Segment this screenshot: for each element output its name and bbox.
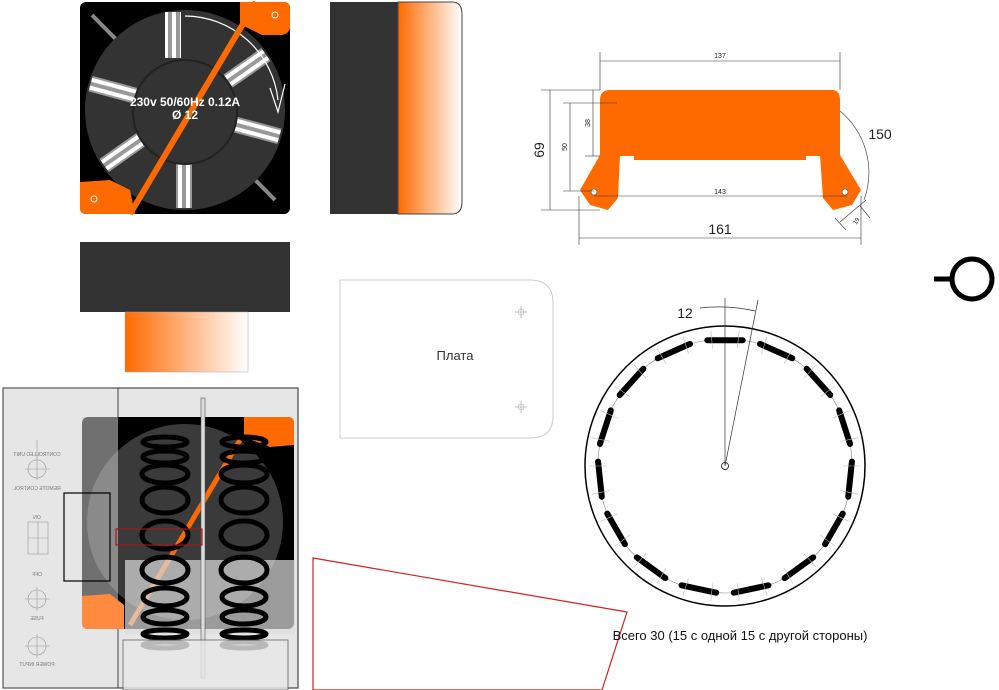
ring-terminal-icon: [934, 256, 995, 302]
fan-top-view: [80, 242, 290, 373]
segment-tick: [682, 336, 689, 354]
red-outline-shape: [312, 557, 628, 690]
segment-tick: [840, 490, 859, 495]
segment-tick: [656, 568, 667, 584]
segment-tick: [832, 513, 850, 522]
fan-blades: [88, 12, 282, 208]
segment-tick: [820, 385, 836, 397]
segment-tick: [761, 336, 768, 354]
panel-label-fuse: FUSE: [30, 616, 44, 622]
segment-tick: [803, 364, 817, 379]
heater-segment: [822, 510, 846, 548]
segment-tick: [820, 535, 836, 547]
segment-tick: [840, 437, 859, 442]
segment-tick: [832, 410, 850, 419]
heater-segment: [845, 458, 855, 500]
segment-tick: [633, 553, 647, 568]
segment-tick: [783, 348, 794, 364]
panel-label-controlled-unit: CONTROLLED UNIT: [13, 452, 60, 458]
heater-segment: [616, 365, 647, 398]
panel-label-remote-control: REMOTE CONTROL: [13, 486, 60, 492]
heater-segment: [678, 582, 720, 596]
dim-19: 19: [853, 217, 862, 226]
dim-150: 150: [868, 126, 892, 142]
fan-rating-label: 230v 50/60Hz 0.12A: [130, 95, 240, 109]
panel-label-power-input: POWER INPUT: [19, 662, 54, 668]
segment-tick: [600, 410, 618, 419]
angle-label: 12: [677, 305, 693, 321]
heater-assembly: [2, 387, 299, 690]
dim-50: 50: [562, 143, 569, 151]
segment-tick: [710, 583, 713, 602]
heater-segment: [604, 510, 628, 548]
fan-diameter-label: Ø 12: [172, 108, 198, 122]
dim-143: 143: [714, 189, 726, 196]
control-panel: [25, 440, 50, 658]
heater-segment: [654, 340, 693, 362]
segment-tick: [591, 490, 610, 495]
heater-segment: [595, 458, 605, 500]
heater-segment: [596, 407, 614, 447]
dim-161: 161: [708, 221, 732, 237]
circuit-plate: Плата: [339, 279, 554, 439]
segment-tick: [783, 568, 794, 584]
segment-tick: [737, 583, 740, 602]
segment-tick: [737, 330, 740, 349]
plate-label: Плата: [437, 348, 475, 363]
segment-tick: [633, 364, 647, 379]
heater-caption: Всего 30 (15 с одной 15 с другой стороны…: [613, 628, 868, 643]
bracket-dimension-drawing: 137 38 50 69 150 143 161 19: [531, 52, 892, 245]
segment-tick: [710, 330, 713, 349]
dim-137: 137: [714, 53, 726, 60]
segment-tick: [600, 513, 618, 522]
segment-tick: [682, 578, 689, 596]
heater-segment: [757, 340, 796, 362]
mount-tab-bottom-left: [80, 180, 135, 214]
dim-38: 38: [585, 119, 592, 127]
fan-side-view: [330, 1, 463, 215]
panel-label-off: OFF: [32, 572, 42, 578]
segment-tick: [761, 578, 768, 596]
segment-tick: [614, 385, 630, 397]
segment-tick: [803, 553, 817, 568]
heater-segment: [633, 554, 669, 582]
dim-69: 69: [531, 142, 547, 158]
heater-segment: [781, 554, 817, 582]
panel-label-on: ON: [33, 515, 41, 521]
heater-segment: [730, 582, 772, 596]
mount-hole-icon: [515, 306, 527, 413]
heater-element-circle: 12: [584, 298, 866, 607]
fan-front-view: 230v 50/60Hz 0.12A Ø 12: [80, 0, 290, 216]
segment-tick: [591, 437, 610, 442]
segment-tick: [656, 348, 667, 364]
segment-tick: [614, 535, 630, 547]
rotation-arrow-icon: [269, 83, 286, 115]
heater-segment: [803, 365, 834, 398]
heater-segment: [836, 407, 854, 447]
